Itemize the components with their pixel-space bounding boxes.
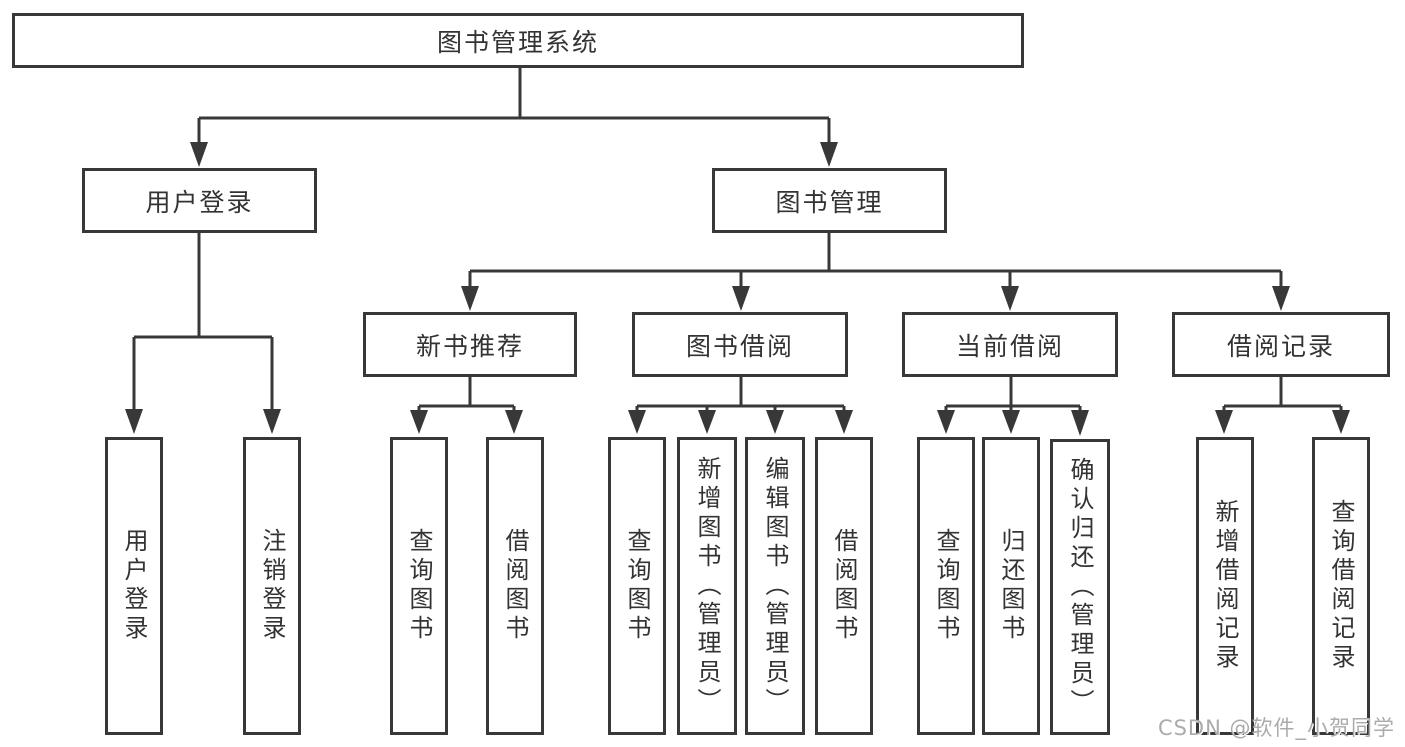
- leaf-cb-return-books: 归还图书: [982, 437, 1040, 735]
- node-label: 归还图书: [997, 528, 1025, 644]
- node-label: 新增图书（管理员）: [693, 455, 721, 717]
- node-label: 编辑图书（管理员）: [761, 455, 789, 717]
- node-label: 借阅图书: [830, 528, 858, 644]
- node-label: 图书借阅: [685, 331, 794, 361]
- leaf-bb-query-books: 查询图书: [608, 437, 666, 735]
- leaf-br-add-record: 新增借阅记录: [1196, 437, 1254, 735]
- connector-book-mgmt-to-level3: [461, 233, 1290, 311]
- leaf-logout: 注销登录: [243, 437, 301, 735]
- node-label: 新书推荐: [415, 331, 524, 361]
- node-root-system: 图书管理系统: [12, 13, 1024, 68]
- node-label: 图书管理系统: [436, 27, 599, 57]
- connector-current-borrowing-children: [937, 377, 1089, 436]
- node-label: 查询图书: [932, 528, 960, 644]
- leaf-bb-add-books-admin: 新增图书（管理员）: [677, 437, 737, 735]
- node-label: 用户登录: [120, 528, 148, 644]
- csdn-watermark: CSDN @软件_小贺同学: [1157, 716, 1395, 740]
- node-label: 用户登录: [145, 187, 254, 217]
- node-label: 查询图书: [405, 528, 433, 644]
- node-label: 查询图书: [623, 528, 651, 644]
- leaf-bb-borrow-books: 借阅图书: [815, 437, 873, 735]
- node-label: 当前借阅: [955, 331, 1064, 361]
- node-label: 注销登录: [258, 528, 286, 644]
- node-label: 新增借阅记录: [1211, 499, 1239, 673]
- node-book-borrowing: 图书借阅: [632, 312, 848, 377]
- leaf-nbr-query-books: 查询图书: [390, 437, 448, 735]
- node-borrowing-records: 借阅记录: [1172, 312, 1390, 377]
- node-label: 借阅记录: [1226, 331, 1335, 361]
- node-current-borrowing: 当前借阅: [902, 312, 1118, 377]
- node-new-book-recommend: 新书推荐: [363, 312, 577, 377]
- node-label: 图书管理: [775, 187, 884, 217]
- node-user-login: 用户登录: [82, 168, 317, 233]
- node-book-management: 图书管理: [712, 168, 947, 233]
- connector-book-borrowing-children: [628, 377, 853, 434]
- node-label: 确认归还（管理员）: [1066, 456, 1094, 718]
- node-label: 查询借阅记录: [1327, 499, 1355, 673]
- leaf-user-login: 用户登录: [105, 437, 163, 735]
- leaf-nbr-borrow-books: 借阅图书: [486, 437, 544, 735]
- connector-new-book-recommend-children: [410, 377, 523, 434]
- leaf-br-query-record: 查询借阅记录: [1312, 437, 1370, 735]
- leaf-cb-query-books: 查询图书: [917, 437, 975, 735]
- leaf-cb-confirm-return-admin: 确认归还（管理员）: [1050, 439, 1110, 735]
- connector-root-to-level2: [190, 66, 838, 167]
- leaf-bb-edit-books-admin: 编辑图书（管理员）: [745, 437, 805, 735]
- connector-user-login-children: [125, 233, 281, 434]
- connector-borrowing-records-children: [1215, 377, 1350, 434]
- node-label: 借阅图书: [501, 528, 529, 644]
